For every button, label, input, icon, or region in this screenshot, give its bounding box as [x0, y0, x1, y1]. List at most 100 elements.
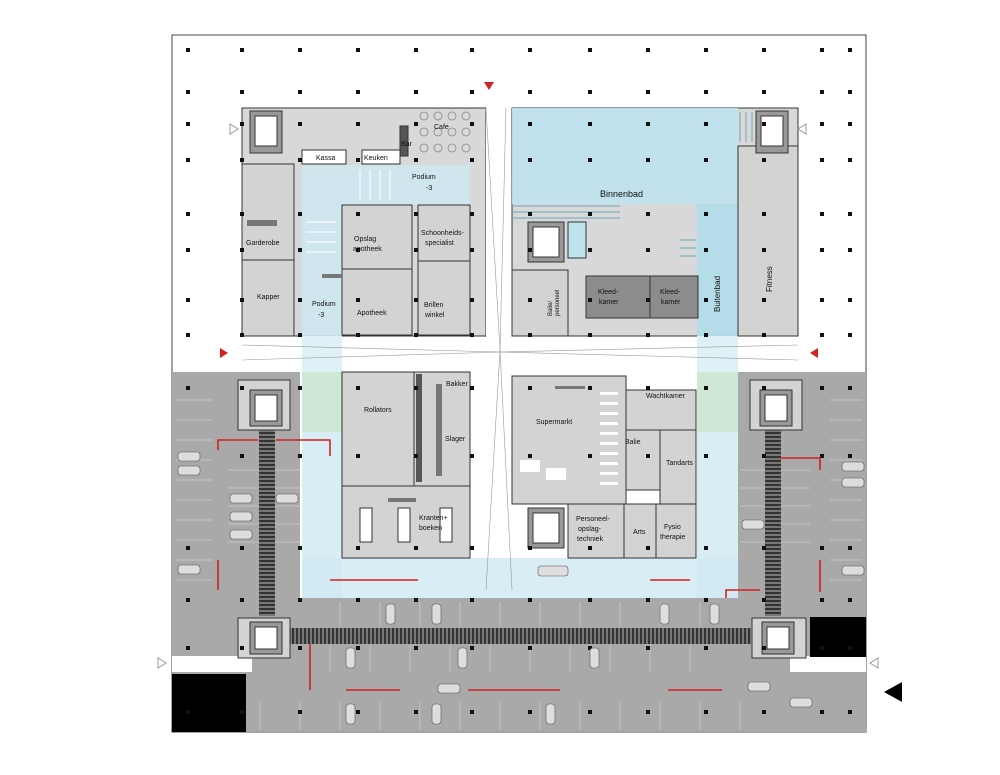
column-dot-icon: [186, 298, 190, 302]
atrium-lines: [241, 107, 799, 591]
column-dot-icon: [356, 454, 360, 458]
column-dot-icon: [646, 90, 650, 94]
column-dot-icon: [588, 248, 592, 252]
column-dot-icon: [848, 710, 852, 714]
column-dot-icon: [414, 333, 418, 337]
column-dot-icon: [848, 598, 852, 602]
label-cafe: Cafe: [434, 124, 449, 131]
column-dot-icon: [414, 48, 418, 52]
column-dot-icon: [528, 158, 532, 162]
column-dot-icon: [356, 333, 360, 337]
label-binnenbad: Binnenbad: [600, 189, 643, 199]
column-dot-icon: [762, 710, 766, 714]
column-dot-icon: [470, 546, 474, 550]
column-dot-icon: [704, 333, 708, 337]
column-dot-icon: [470, 48, 474, 52]
column-dot-icon: [820, 386, 824, 390]
column-dot-icon: [848, 248, 852, 252]
column-dot-icon: [528, 454, 532, 458]
column-dot-icon: [470, 646, 474, 650]
label-tandarts: Tandarts: [666, 460, 693, 467]
car-entrance-arrow-icon: [884, 682, 902, 702]
column-dot-icon: [298, 248, 302, 252]
label-apotheek: Apotheek: [357, 310, 387, 317]
label-supermarkt: Supermarkt: [536, 419, 572, 426]
column-dot-icon: [848, 386, 852, 390]
column-dot-icon: [186, 122, 190, 126]
column-dot-icon: [820, 248, 824, 252]
service-block-left: [172, 674, 246, 732]
column-dot-icon: [848, 90, 852, 94]
column-dot-icon: [588, 646, 592, 650]
column-dot-icon: [186, 158, 190, 162]
label-kassa: Kassa: [316, 155, 336, 162]
column-dot-icon: [820, 333, 824, 337]
label-podium-left-level: -3: [318, 312, 324, 319]
column-dot-icon: [470, 298, 474, 302]
column-dot-icon: [848, 158, 852, 162]
column-dot-icon: [186, 48, 190, 52]
column-dot-icon: [528, 333, 532, 337]
column-dot-icon: [240, 333, 244, 337]
column-dot-icon: [414, 90, 418, 94]
column-dot-icon: [414, 122, 418, 126]
label-kleedkamer-2b: kamer: [661, 299, 681, 306]
label-kranten: Kranten+: [419, 515, 448, 522]
column-dot-icon: [646, 454, 650, 458]
column-dot-icon: [240, 158, 244, 162]
label-podium-top: Podium: [412, 174, 436, 181]
rooms-upper-left: [241, 110, 471, 337]
column-dot-icon: [186, 333, 190, 337]
column-dot-icon: [356, 546, 360, 550]
column-dot-icon: [298, 48, 302, 52]
column-dot-icon: [704, 122, 708, 126]
column-dot-icon: [762, 386, 766, 390]
column-dot-icon: [704, 90, 708, 94]
column-dot-icon: [186, 598, 190, 602]
column-dot-icon: [470, 454, 474, 458]
column-dot-icon: [298, 710, 302, 714]
label-personeel-3: techniek: [577, 536, 604, 543]
label-fitness: Fitness: [765, 266, 774, 292]
column-dot-icon: [848, 48, 852, 52]
rooms-lower-left: [237, 371, 471, 659]
column-dot-icon: [848, 298, 852, 302]
column-dot-icon: [528, 386, 532, 390]
ramp-left: [259, 430, 275, 616]
column-dot-icon: [356, 386, 360, 390]
column-dot-icon: [470, 90, 474, 94]
service-block-right: [810, 617, 866, 657]
label-garderobe: Garderobe: [246, 240, 280, 247]
label-keuken: Keuken: [364, 155, 388, 162]
column-dot-icon: [646, 333, 650, 337]
ramp-right: [765, 430, 781, 616]
label-podium-top-level: -3: [426, 185, 432, 192]
column-dot-icon: [704, 546, 708, 550]
column-dot-icon: [414, 212, 418, 216]
column-dot-icon: [820, 90, 824, 94]
label-wachtkamer: Wachtkamer: [646, 393, 686, 400]
column-dot-icon: [356, 298, 360, 302]
column-dot-icon: [186, 248, 190, 252]
column-dot-icon: [356, 48, 360, 52]
column-dot-icon: [646, 158, 650, 162]
column-dot-icon: [704, 158, 708, 162]
column-dot-icon: [528, 298, 532, 302]
column-dot-icon: [762, 598, 766, 602]
column-dot-icon: [762, 48, 766, 52]
pool-zone: [302, 108, 738, 598]
column-dot-icon: [528, 646, 532, 650]
column-dot-icon: [240, 710, 244, 714]
column-dot-icon: [528, 90, 532, 94]
column-dot-icon: [588, 48, 592, 52]
label-personeel-1: Personeel-: [576, 516, 611, 523]
column-dot-icon: [762, 454, 766, 458]
column-dot-icon: [298, 90, 302, 94]
column-dot-icon: [470, 122, 474, 126]
column-dot-icon: [298, 122, 302, 126]
column-dot-icon: [240, 386, 244, 390]
room-labels: Cafe Bar Kassa Keuken Podium -3 Podium -…: [246, 124, 774, 543]
column-dot-icon: [528, 212, 532, 216]
column-dot-icon: [528, 122, 532, 126]
